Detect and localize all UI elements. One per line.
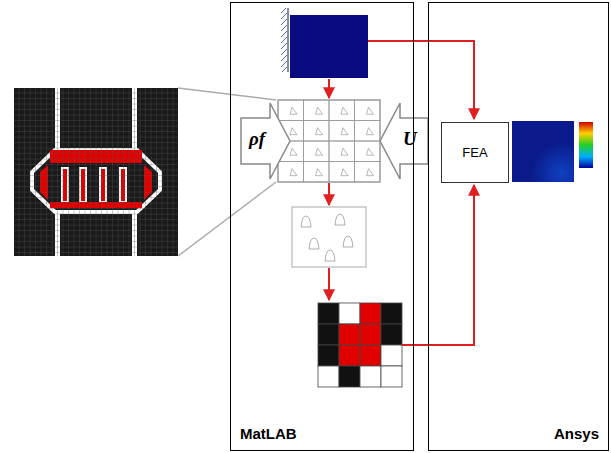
variable-label: ρf (249, 128, 265, 150)
box-label: FEA (462, 145, 487, 160)
pixel-design (14, 88, 178, 256)
updated-design-grid (318, 303, 402, 387)
process-box: FEA (441, 122, 509, 183)
zoom-lines (178, 88, 276, 256)
software-panel: Ansys FEA (428, 2, 609, 451)
flow-arrows (329, 41, 474, 345)
panel-label: MatLAB (240, 425, 297, 442)
variable-label: U (403, 128, 417, 150)
panel-label: Ansys (554, 425, 599, 442)
element-grid (278, 100, 380, 182)
software-panel: MatLAB (230, 2, 414, 451)
design-domain (281, 8, 368, 78)
block-arrow (241, 103, 290, 179)
fea-result (512, 121, 593, 182)
block-arrow (380, 103, 428, 179)
filter-box (292, 207, 366, 267)
